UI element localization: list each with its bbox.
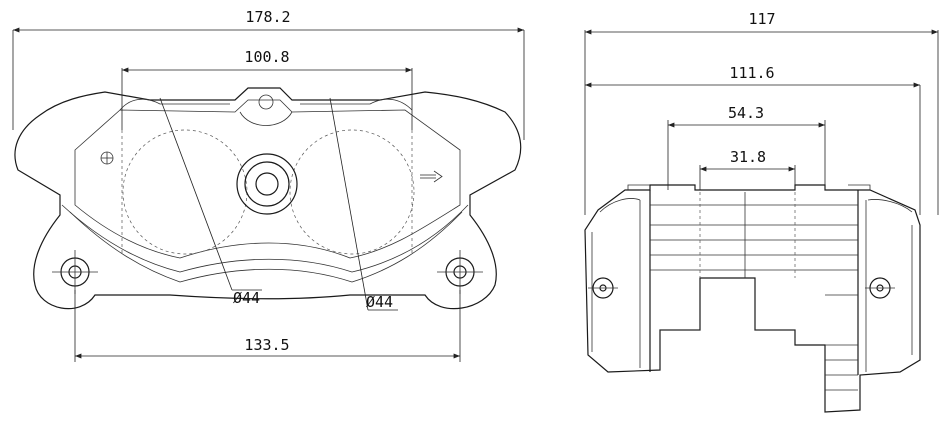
- center-fitting-outer: [236, 153, 298, 215]
- dim-overall-width: 178.2: [245, 8, 290, 26]
- caliper-lower-edge-2: [69, 211, 463, 283]
- front-view: Ø44 Ø44 178.2 100.8 133.5: [12, 8, 525, 362]
- mount-hole-left: [52, 250, 98, 294]
- arrow-right-icon: [420, 170, 443, 183]
- caliper-lower-edge: [61, 204, 469, 273]
- side-view: 117 111.6 54.3 31.8: [584, 10, 939, 413]
- mount-hole-right: [437, 250, 483, 294]
- dim-body-width: 111.6: [729, 64, 774, 82]
- bridge-top-detail: [119, 98, 413, 111]
- side-bolt-right: [865, 277, 895, 299]
- bleed-hole: [258, 94, 274, 110]
- dim-side-overall: 117: [748, 10, 775, 28]
- dim-piston-left: Ø44: [233, 289, 260, 307]
- leader-piston-right: [329, 97, 369, 311]
- piston-right-hidden: [289, 129, 415, 255]
- center-fitting-hole: [255, 172, 279, 196]
- dim-piston-right: Ø44: [366, 293, 393, 311]
- leader-piston-left: [159, 97, 233, 291]
- dim-inner-width: 31.8: [730, 148, 766, 166]
- side-bolt-left: [588, 277, 618, 299]
- piston-left-hidden: [122, 129, 248, 255]
- center-fitting-mid: [244, 161, 290, 207]
- dim-piston-span: 100.8: [244, 48, 289, 66]
- dim-bridge-width: 54.3: [728, 104, 764, 122]
- dim-mount-span: 133.5: [244, 336, 289, 354]
- side-body-outline: [584, 184, 921, 413]
- caliper-inner-outline: [74, 99, 461, 259]
- bridge-notch: [239, 111, 293, 126]
- caliper-body-outline: [14, 87, 522, 310]
